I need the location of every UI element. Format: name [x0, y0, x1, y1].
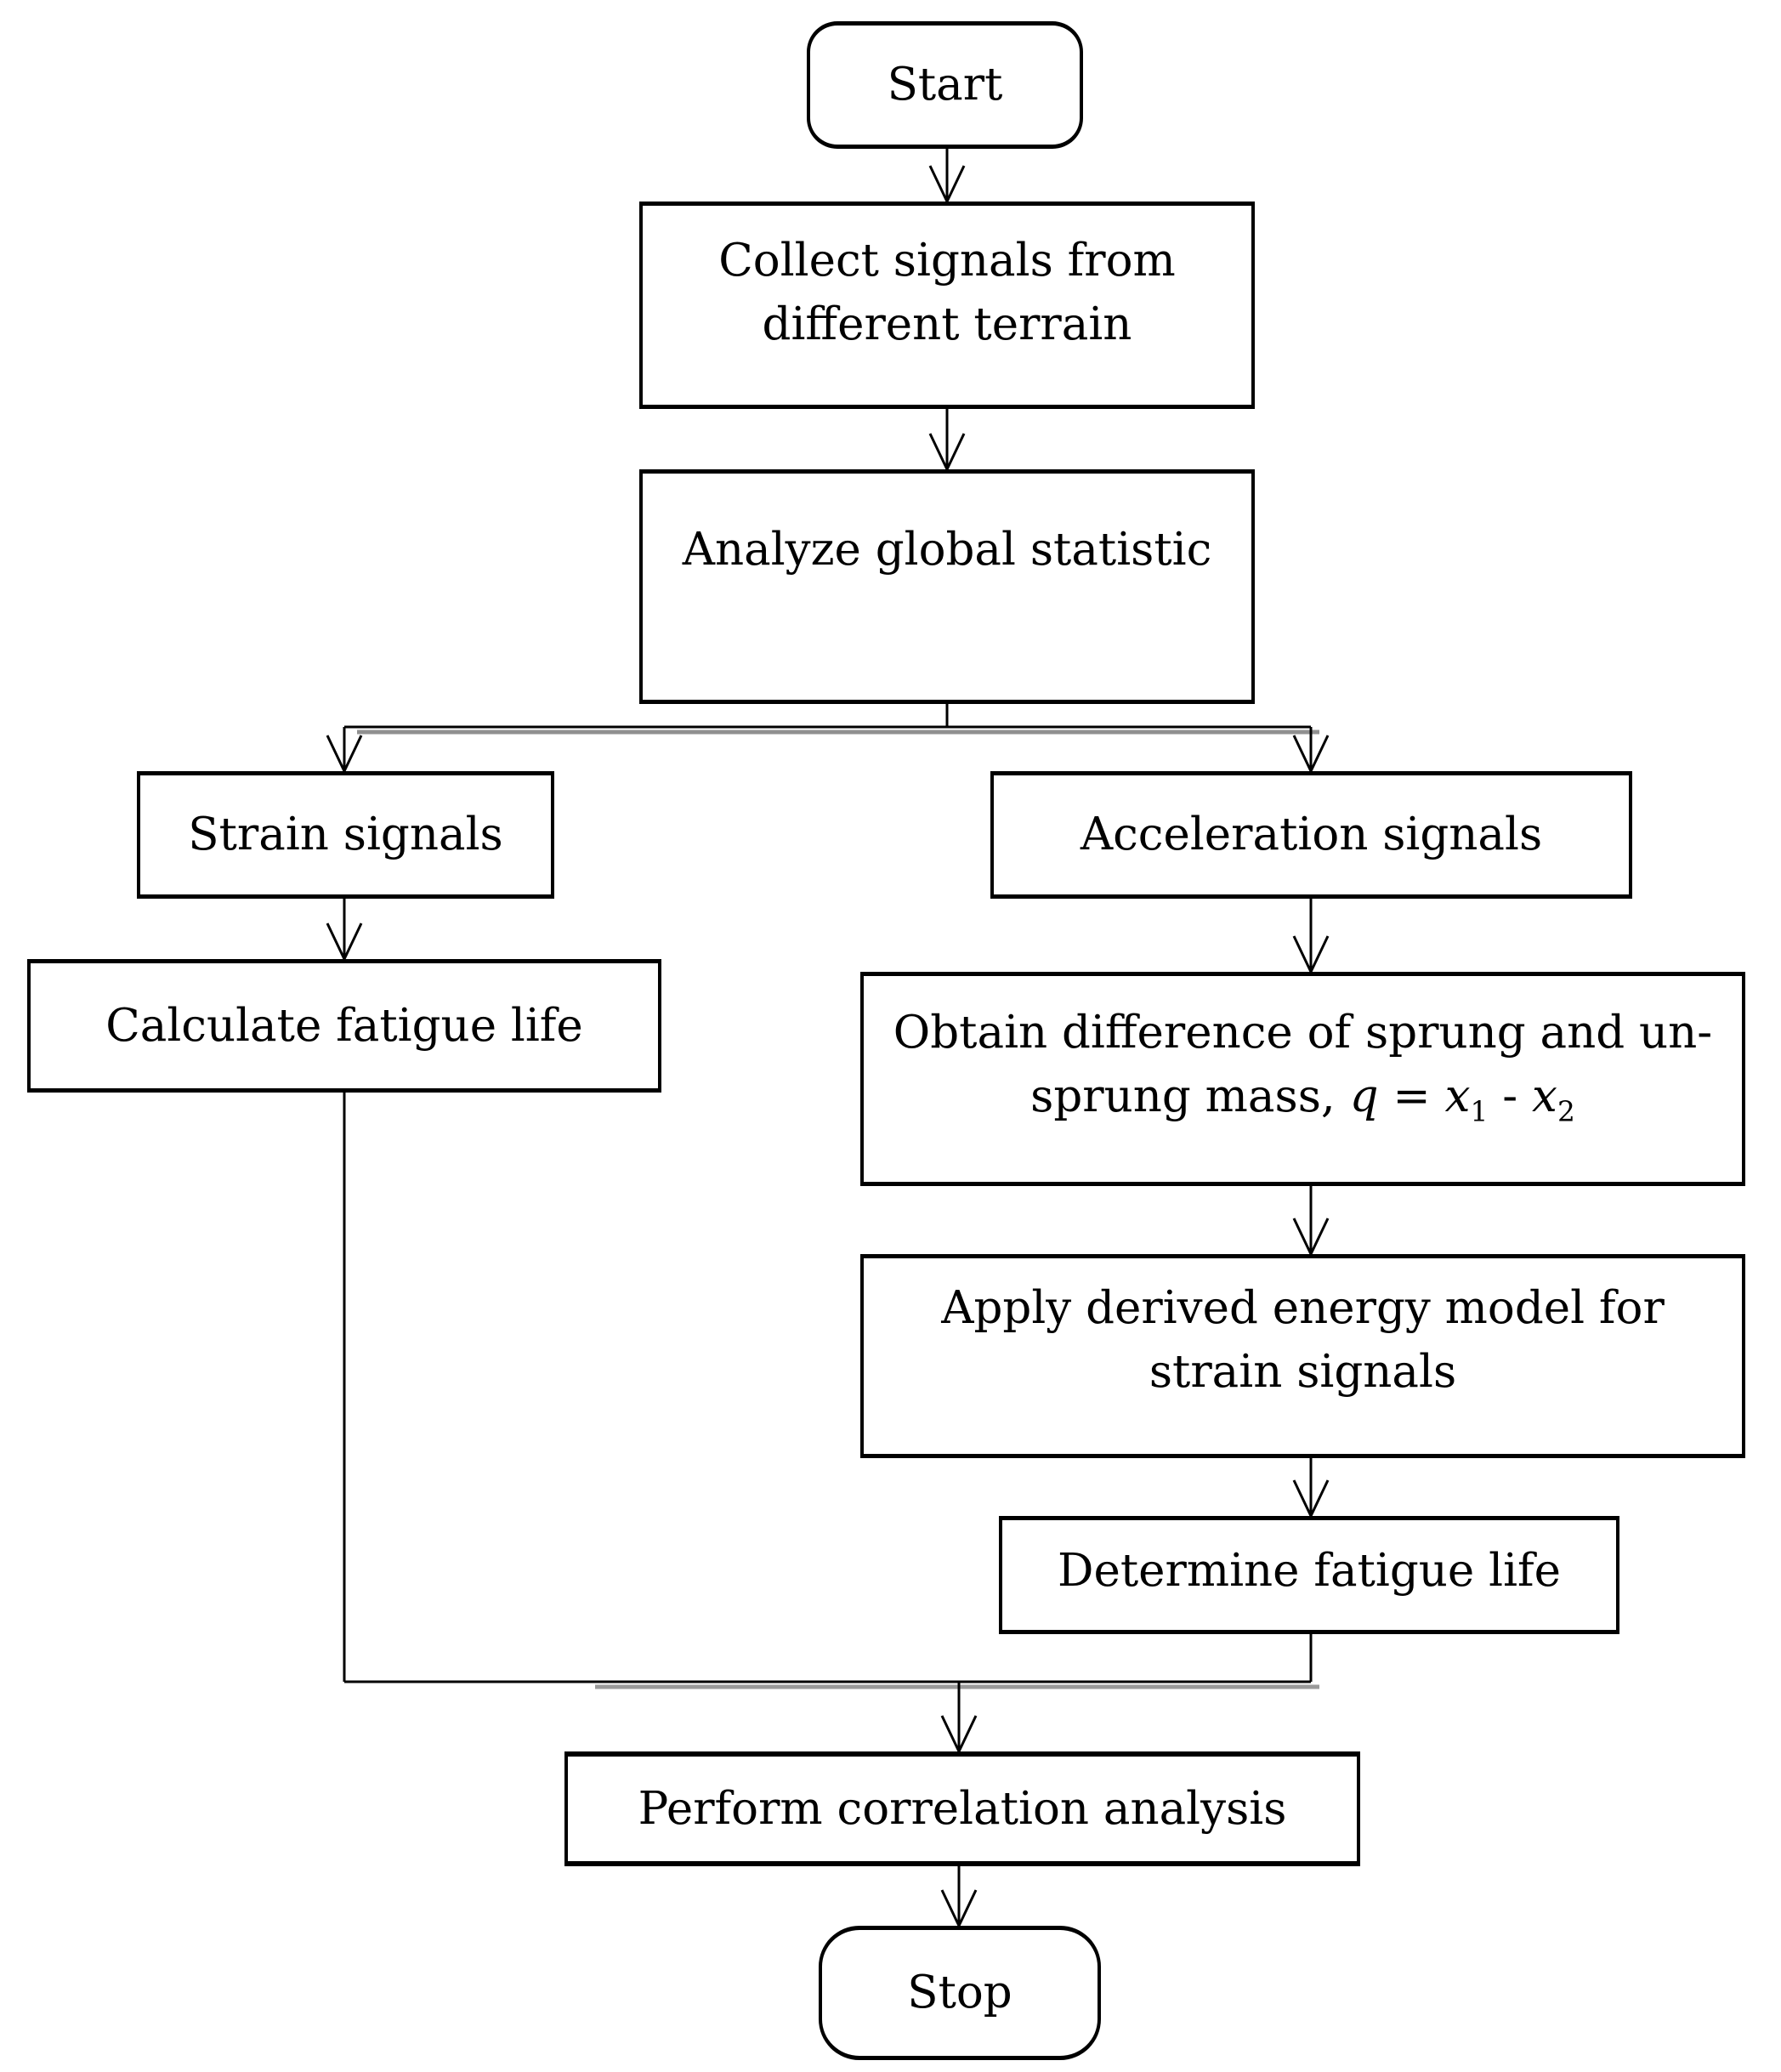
arrow-obtain-to-apply [1292, 1186, 1330, 1255]
formula-sub-2: 2 [1557, 1094, 1575, 1128]
formula-sub-1: 1 [1470, 1094, 1489, 1128]
formula-var-q: q [1349, 1070, 1379, 1122]
arrow-perform-to-stop [940, 1866, 978, 1927]
node-strain-signals: Strain signals [137, 771, 554, 899]
node-acceleration-signals: Acceleration signals [990, 771, 1632, 899]
formula-var-x2: x [1532, 1070, 1557, 1122]
node-analyze-global-statistic: Analyze global statistic [639, 469, 1255, 704]
arrow-branch-to-strain [326, 727, 363, 772]
arrow-apply-to-determine [1292, 1458, 1330, 1517]
node-calculate-fatigue-life: Calculate fatigue life [27, 959, 661, 1093]
node-perform-correlation-analysis: Perform correlation analysis [564, 1751, 1360, 1866]
node-collect-signals: Collect signals from different terrain [639, 202, 1255, 409]
node-stop: Stop [819, 1926, 1101, 2060]
node-collect-line2: different terrain [762, 298, 1132, 350]
node-analyze-label: Analyze global statistic [682, 524, 1212, 576]
node-determine-label: Determine fatigue life [1057, 1544, 1562, 1597]
arrow-start-to-collect [928, 149, 966, 202]
node-obtain-formula: sprung mass, q = x1 - x2 [1030, 1070, 1575, 1128]
node-acceleration-label: Acceleration signals [1080, 809, 1543, 861]
arrow-branch-to-acceleration [1292, 727, 1330, 772]
node-obtain-difference: Obtain difference of sprung and un- spru… [860, 972, 1745, 1186]
formula-var-x1: x [1444, 1070, 1471, 1122]
node-apply-energy-model: Apply derived energy model for strain si… [860, 1254, 1745, 1458]
node-calculate-label: Calculate fatigue life [105, 999, 583, 1052]
node-stop-label: Stop [907, 1967, 1012, 2019]
arrow-acceleration-to-obtain [1292, 899, 1330, 973]
node-collect-line1: Collect signals from [718, 234, 1176, 287]
node-obtain-line1: Obtain difference of sprung and un- [893, 1006, 1713, 1059]
node-apply-line1: Apply derived energy model for [941, 1281, 1665, 1334]
node-perform-label: Perform correlation analysis [638, 1782, 1287, 1835]
node-strain-label: Strain signals [188, 809, 503, 861]
node-apply-line2: strain signals [1149, 1346, 1457, 1398]
node-start: Start [807, 21, 1083, 149]
arrow-strain-to-calculate [326, 899, 363, 960]
arrow-collect-to-analyze [928, 409, 966, 470]
node-determine-fatigue-life: Determine fatigue life [999, 1516, 1619, 1634]
arrow-merge-to-perform [940, 1682, 978, 1752]
node-start-label: Start [887, 59, 1003, 111]
